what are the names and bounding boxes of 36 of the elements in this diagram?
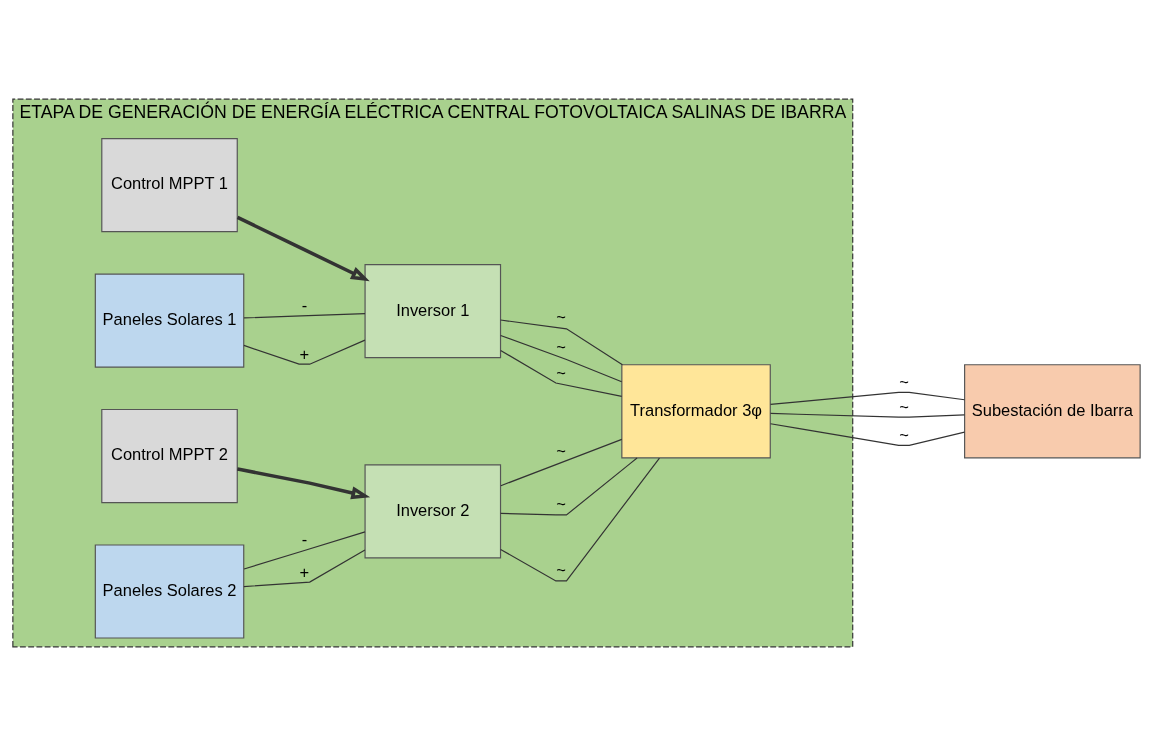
node-box: Inversor 1	[364, 263, 502, 358]
connector	[243, 548, 366, 587]
edge-label: ~	[556, 337, 567, 356]
connector	[769, 391, 966, 405]
connector	[769, 422, 966, 446]
connector	[500, 318, 623, 365]
node-box: Control MPPT 2	[101, 408, 238, 503]
node-box: Transformador 3φ	[621, 363, 771, 458]
node-box: Paneles Solares 2	[94, 543, 245, 639]
connector	[243, 339, 366, 365]
edge-label: ~	[556, 307, 567, 326]
connector	[500, 457, 661, 581]
edge-label: ~	[556, 494, 567, 513]
edge-label: +	[299, 344, 310, 363]
node-box: Paneles Solares 1	[94, 272, 245, 368]
node-box: Subestación de Ibarra	[964, 363, 1141, 458]
connector	[243, 530, 366, 570]
connector	[500, 349, 623, 397]
edge-label: ~	[899, 397, 909, 416]
edge-label: -	[301, 295, 308, 314]
node-box: Control MPPT 1	[101, 137, 238, 232]
edge-label: ~	[899, 372, 909, 391]
connector	[500, 438, 623, 486]
edge-label: ~	[899, 425, 909, 444]
arrow	[237, 466, 371, 499]
connector	[500, 456, 638, 516]
edge-label: +	[299, 562, 310, 581]
connector	[500, 334, 623, 382]
edge-label: ~	[556, 441, 567, 460]
edge-label: ~	[556, 560, 567, 579]
connector	[243, 312, 366, 318]
node-box: Inversor 2	[364, 463, 502, 558]
arrow	[236, 215, 370, 281]
edge-label: ~	[556, 363, 567, 382]
connector	[769, 412, 966, 418]
edge-label: -	[301, 529, 308, 548]
